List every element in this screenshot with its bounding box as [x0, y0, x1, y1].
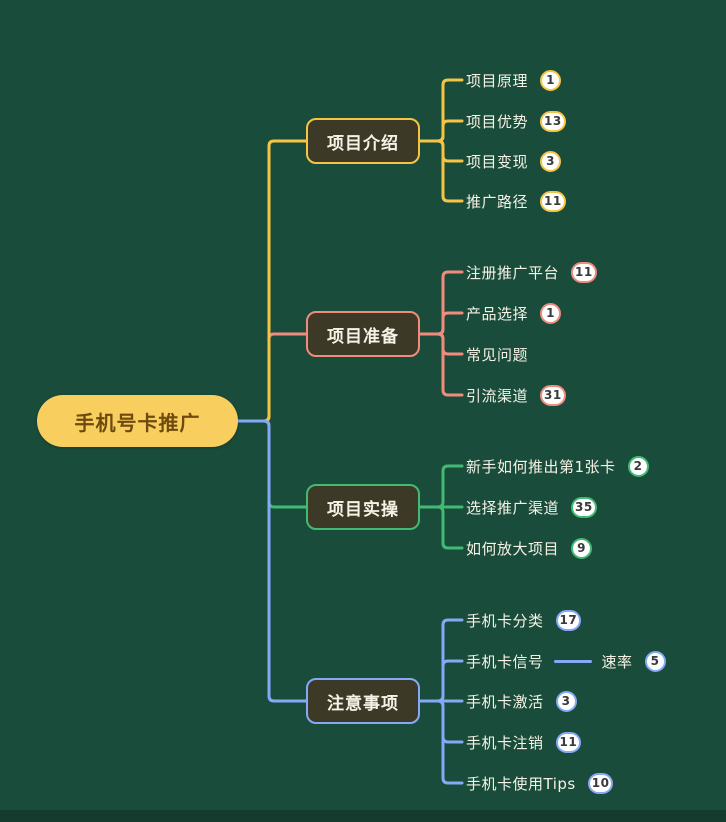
- child-topic[interactable]: 选择推广渠道 35: [466, 494, 597, 520]
- child-topic-label: 项目原理: [466, 71, 529, 90]
- badge-count: 1: [540, 69, 562, 91]
- child-topic-label: 常见问题: [466, 345, 529, 364]
- child-topic-label: 项目变现: [466, 152, 529, 171]
- child-topic[interactable]: 手机卡注销 11: [466, 729, 582, 755]
- connector-branch1-child2: [418, 119, 464, 143]
- connector-branch2-child3: [418, 332, 464, 356]
- child-topic[interactable]: 推广路径 11: [466, 188, 566, 214]
- child-topic[interactable]: 手机卡分类 17: [466, 607, 582, 633]
- child-topic-label: 项目优势: [466, 112, 529, 131]
- connector-root-branch3: [236, 419, 308, 509]
- child-topic[interactable]: 常见问题: [466, 341, 528, 367]
- connector-root-branch1: [236, 139, 308, 423]
- badge-count: 11: [571, 261, 597, 283]
- child-topic-label: 手机卡分类: [466, 611, 544, 630]
- connector-branch1-child4: [418, 139, 464, 203]
- badge-count: 1: [540, 302, 562, 324]
- child-topic[interactable]: 新手如何推出第1张卡 2: [466, 453, 649, 479]
- main-topic-intro[interactable]: 项目介绍: [306, 118, 420, 164]
- child-topic-label: 如何放大项目: [466, 539, 560, 558]
- child-topic-label: 手机卡使用Tips: [466, 774, 576, 793]
- root-topic[interactable]: 手机号卡推广: [37, 395, 238, 447]
- child-topic-label: 引流渠道: [466, 386, 529, 405]
- main-topic-preparation[interactable]: 项目准备: [306, 311, 420, 357]
- badge-count: 11: [555, 731, 582, 753]
- connector-root-branch2: [236, 332, 308, 423]
- badge-count: 17: [555, 609, 582, 631]
- child-topic[interactable]: 引流渠道 31: [466, 382, 566, 408]
- badge-count: 13: [540, 110, 566, 132]
- badge-count: 2: [627, 455, 649, 477]
- window-edge: [0, 810, 726, 822]
- badge-count: 9: [571, 537, 593, 559]
- badge-count: 3: [555, 690, 577, 712]
- sub-connector-line: [553, 659, 592, 663]
- root-topic-label: 手机号卡推广: [74, 410, 201, 435]
- child-topic-label: 手机卡信号: [466, 652, 544, 671]
- badge-count: 10: [587, 772, 614, 794]
- subchild-topic-label[interactable]: 速率: [601, 652, 633, 671]
- child-topic[interactable]: 项目变现 3: [466, 148, 562, 174]
- connector-branch1-child1: [418, 78, 464, 143]
- child-topic-label: 注册推广平台: [466, 263, 560, 282]
- connector-branch2-child2: [418, 311, 464, 336]
- connector-branch2-child4: [418, 332, 464, 397]
- badge-count: 5: [644, 650, 666, 672]
- connector-branch1-child3: [418, 139, 464, 163]
- connector-branch3-child3: [418, 505, 464, 550]
- child-topic-label: 产品选择: [466, 304, 529, 323]
- main-topic-label: 项目实操: [327, 499, 399, 520]
- main-topic-notes[interactable]: 注意事项: [306, 678, 420, 724]
- child-topic[interactable]: 手机卡信号 速率 5: [466, 648, 666, 674]
- badge-count: 31: [540, 384, 566, 406]
- badge-count: 3: [540, 150, 562, 172]
- child-topic-label: 推广路径: [466, 192, 529, 211]
- main-topic-label: 注意事项: [327, 693, 399, 714]
- child-topic-label: 手机卡注销: [466, 733, 544, 752]
- connector-branch2-child1: [418, 270, 464, 336]
- child-topic[interactable]: 手机卡激活 3: [466, 688, 577, 714]
- child-topic-label: 手机卡激活: [466, 692, 544, 711]
- main-topic-label: 项目准备: [327, 326, 399, 347]
- connector-branch4-child4: [418, 699, 464, 744]
- badge-count: 11: [540, 190, 566, 212]
- child-topic-label: 选择推广渠道: [466, 498, 560, 517]
- connector-branch3-child1: [418, 464, 464, 509]
- child-topic[interactable]: 项目优势 13: [466, 108, 566, 134]
- connector-branch4-child1: [418, 618, 464, 703]
- badge-count: 35: [571, 496, 597, 518]
- child-topic-label: 新手如何推出第1张卡: [466, 457, 616, 476]
- child-topic[interactable]: 手机卡使用Tips 10: [466, 770, 614, 796]
- main-topic-label: 项目介绍: [327, 133, 399, 154]
- child-topic[interactable]: 如何放大项目 9: [466, 535, 593, 561]
- main-topic-practice[interactable]: 项目实操: [306, 484, 420, 530]
- connector-root-branch4: [236, 419, 308, 703]
- connector-branch4-child5: [418, 699, 464, 785]
- child-topic[interactable]: 产品选择 1: [466, 300, 562, 326]
- child-topic[interactable]: 注册推广平台 11: [466, 259, 597, 285]
- child-topic[interactable]: 项目原理 1: [466, 67, 562, 93]
- connector-branch4-child2: [418, 659, 464, 703]
